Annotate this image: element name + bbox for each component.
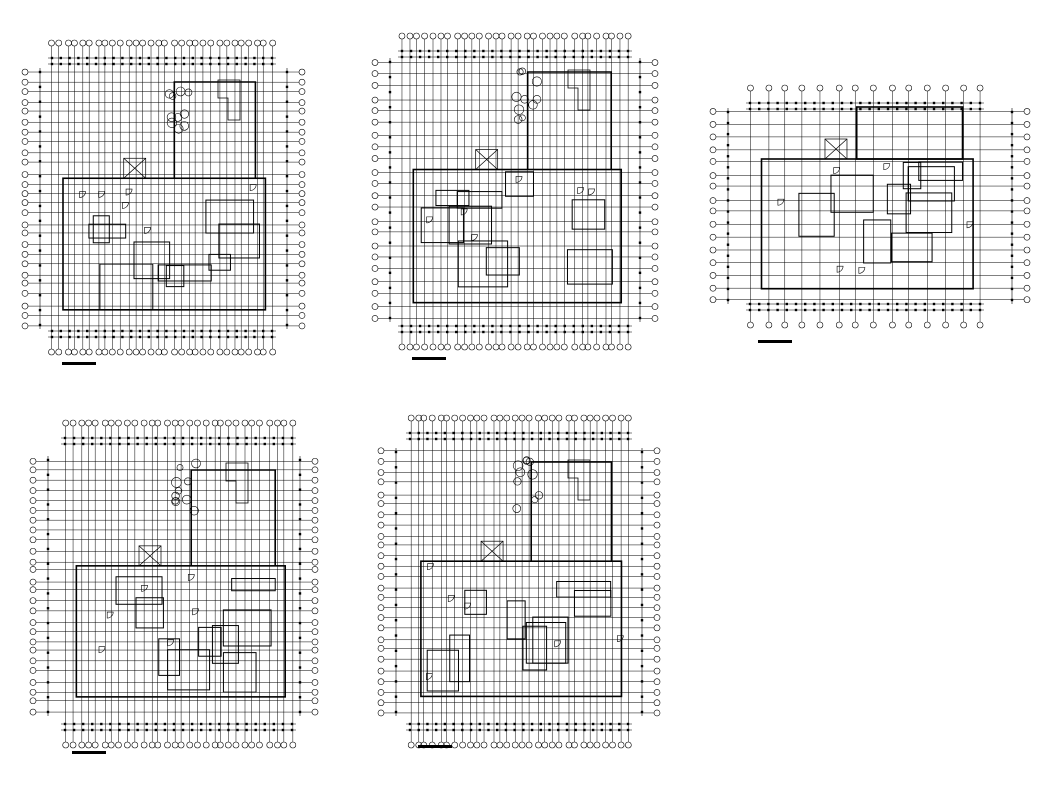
plan-bottom-left xyxy=(29,419,319,754)
walls xyxy=(760,106,974,290)
plan-top-right xyxy=(709,84,1031,343)
dimension-lines xyxy=(394,431,644,732)
landscape-trees xyxy=(164,86,193,134)
grid-axes-vertical xyxy=(62,419,297,749)
door-swings xyxy=(426,176,595,241)
spiral-stair xyxy=(225,462,249,504)
stair xyxy=(475,149,499,170)
grid-axes-horizontal xyxy=(21,68,306,330)
room-partitions xyxy=(115,576,276,693)
walls xyxy=(75,469,286,698)
plan-top-middle xyxy=(371,32,659,360)
room-partitions xyxy=(88,199,260,311)
walls xyxy=(420,461,623,698)
drawing-title-bar xyxy=(418,745,452,748)
plan-bottom-middle xyxy=(377,414,661,749)
dimension-lines xyxy=(46,436,302,732)
stair xyxy=(138,545,162,567)
spiral-stair xyxy=(567,459,591,501)
plan-top-left xyxy=(21,39,306,365)
drawing-title-bar xyxy=(72,751,106,754)
dimension-lines xyxy=(388,49,642,334)
grid-axes-horizontal xyxy=(371,59,659,322)
walls xyxy=(412,71,623,304)
grid-axes-vertical xyxy=(48,39,276,356)
landscape-trees xyxy=(511,67,542,124)
drawing-title-bar xyxy=(62,362,96,365)
grid-axes-horizontal xyxy=(377,447,661,717)
drawing-title-bar xyxy=(412,357,446,360)
dimension-lines xyxy=(38,56,289,339)
spiral-stair xyxy=(567,69,591,111)
door-swings xyxy=(98,574,199,654)
door-swings xyxy=(79,184,257,234)
drawing-title-bar xyxy=(758,340,792,343)
room-partitions xyxy=(420,171,613,288)
landscape-trees xyxy=(171,458,201,516)
door-swings xyxy=(426,563,624,680)
stair xyxy=(480,540,504,562)
stair xyxy=(824,138,848,160)
stair xyxy=(123,157,147,179)
spiral-stair xyxy=(217,79,241,121)
landscape-trees xyxy=(512,456,544,513)
grid-axes-horizontal xyxy=(29,457,319,716)
grid-axes-vertical xyxy=(747,84,984,329)
grid-axes-horizontal xyxy=(709,108,1031,303)
dimension-lines xyxy=(726,101,1014,312)
room-partitions xyxy=(426,580,612,692)
door-swings xyxy=(777,163,974,274)
room-partitions xyxy=(798,161,963,264)
